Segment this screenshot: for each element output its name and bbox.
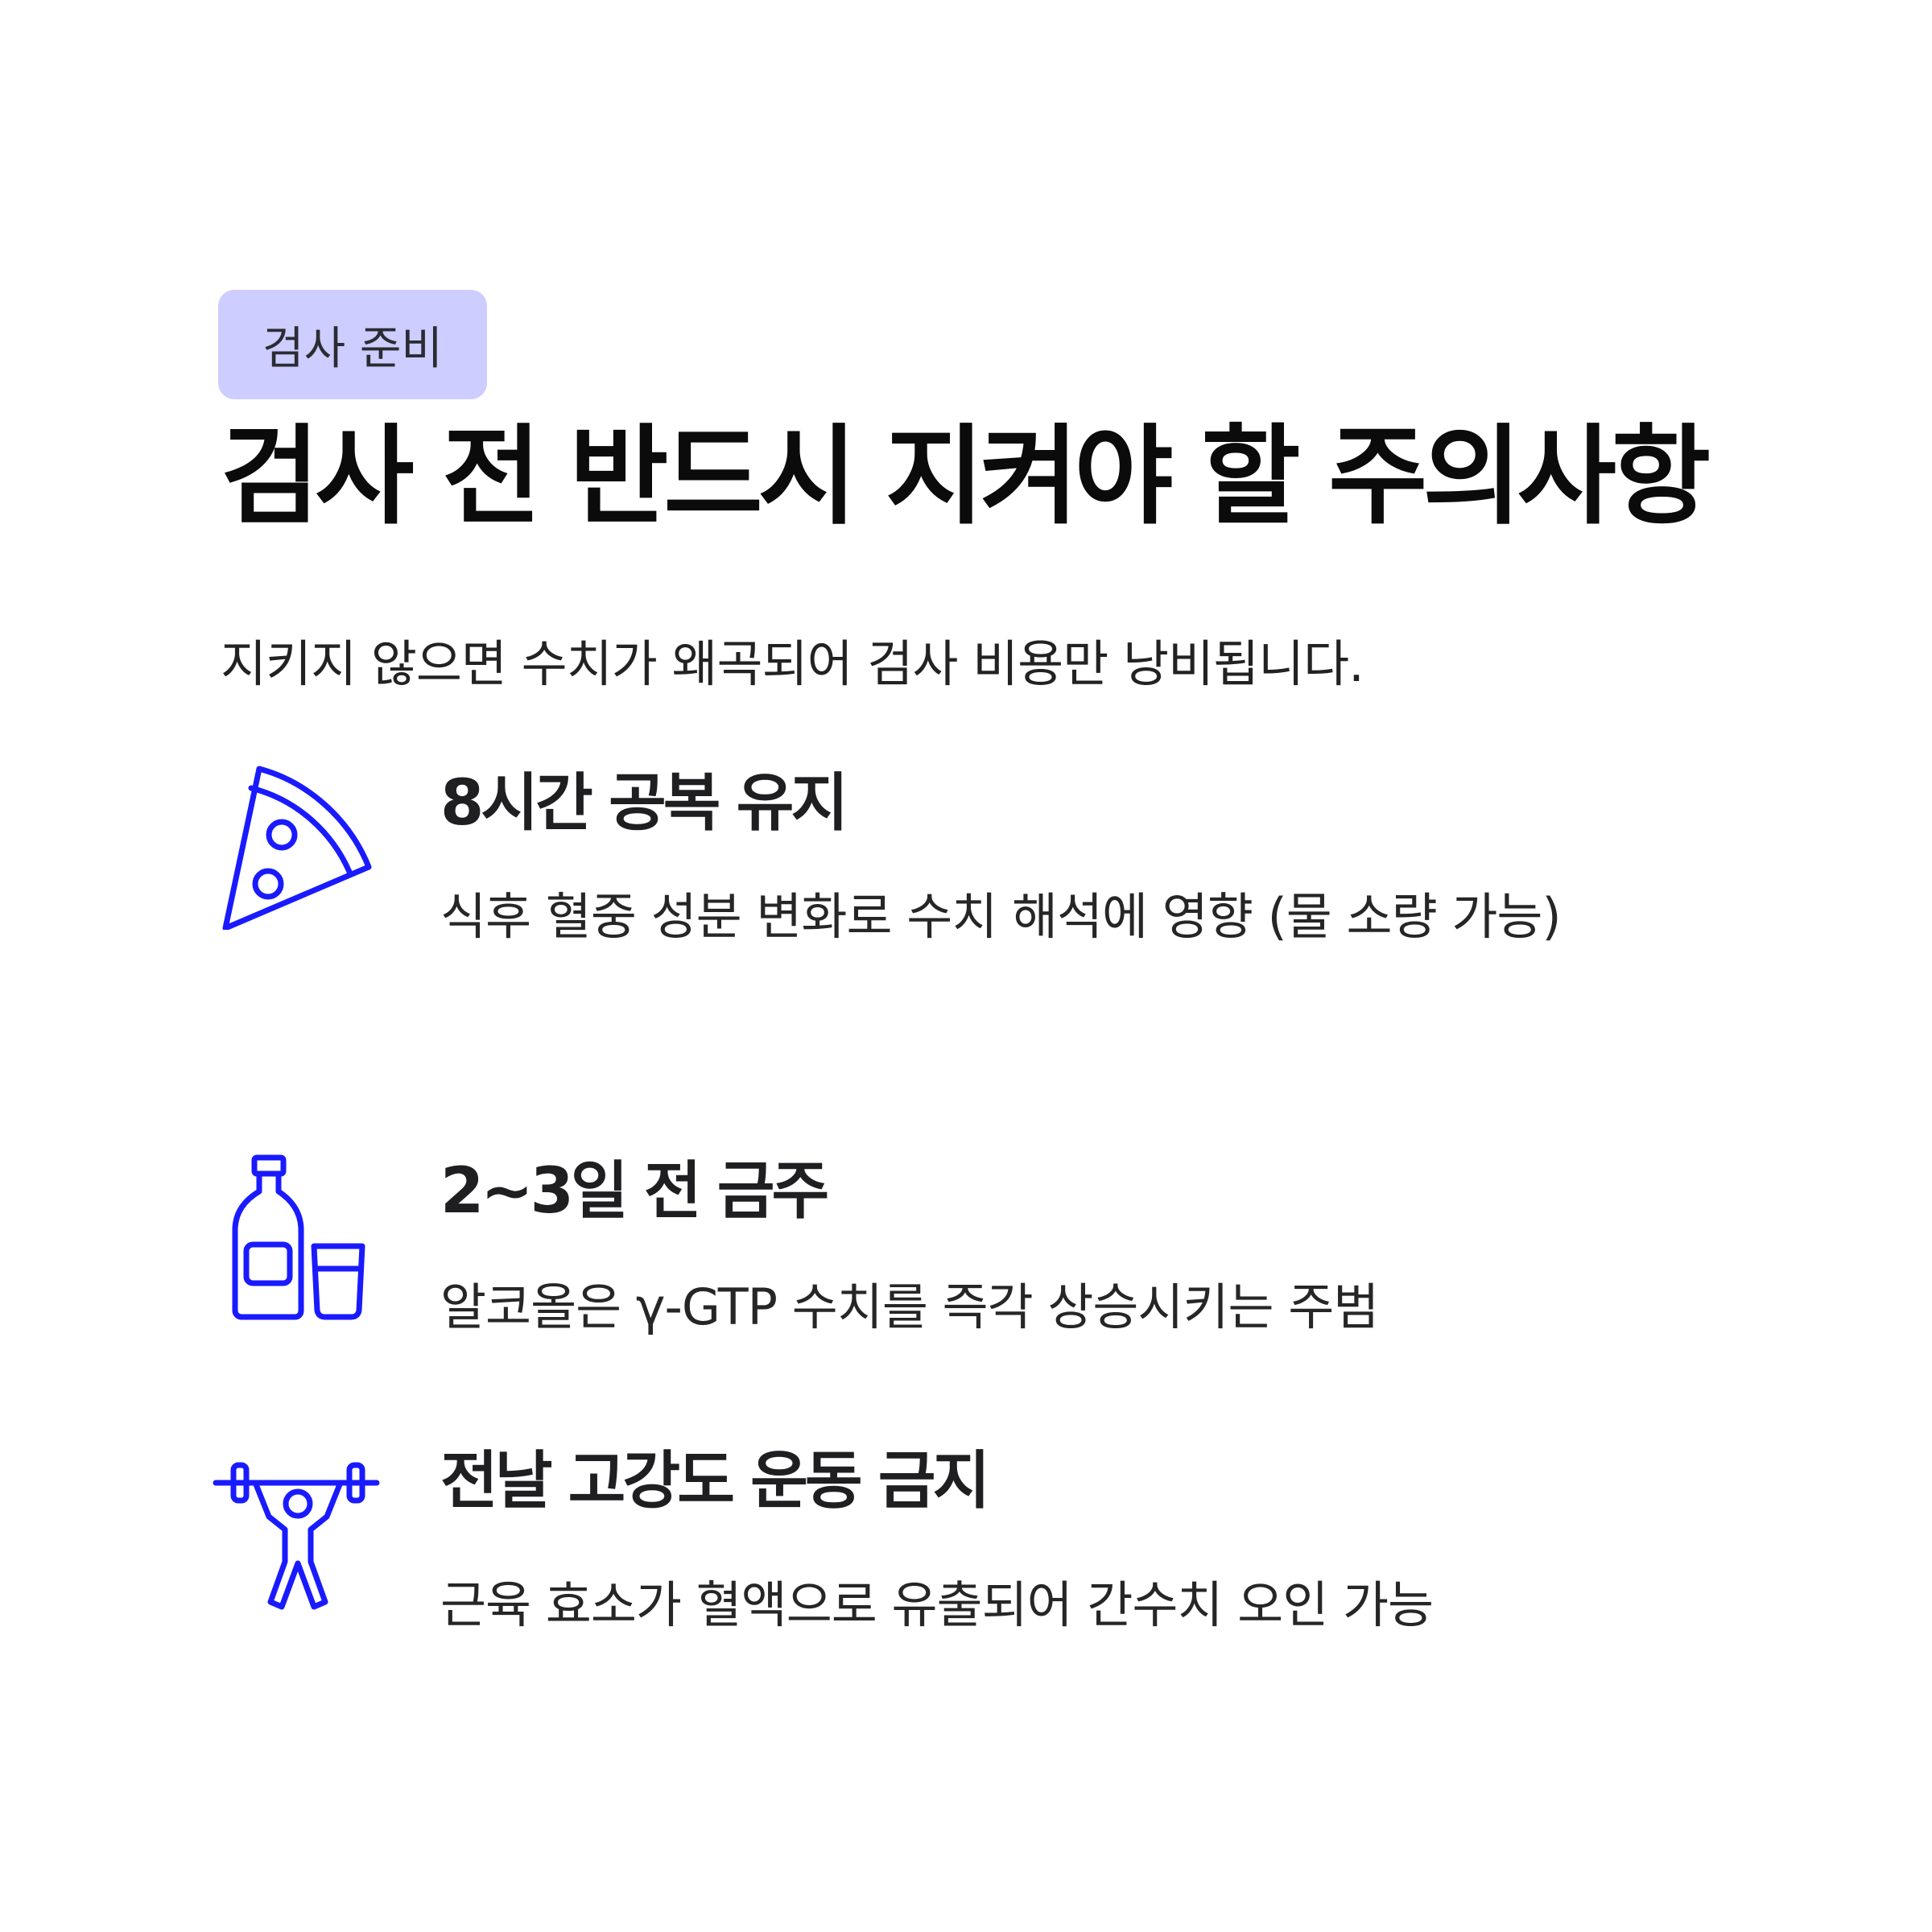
bottle-glass-icon [217,1150,394,1327]
item-description: 식후 혈중 성분 변화로 수치 해석에 영향 (물 소량 가능) [440,887,1562,946]
weightlifter-icon [209,1441,386,1618]
category-tag-label: 검사 준비 [262,322,443,375]
page-subtitle: 지키지 않으면 수치가 왜곡되어 검사 비용만 낭비됩니다. [221,634,1364,693]
item-title: 8시간 공복 유지 [440,767,848,840]
item-description: 근육 효소가 혈액으로 유출되어 간수치 오인 가능 [440,1575,1434,1634]
page-title: 검사 전 반드시 지켜야 할 주의사항 [221,414,1711,539]
item-title: 2~3일 전 금주 [440,1155,829,1228]
pizza-icon [209,753,386,930]
item-description: 알코올은 γ-GTP 수치를 즉각 상승시키는 주범 [440,1278,1379,1336]
item-title: 전날 고강도 운동 금지 [440,1445,990,1517]
category-tag: 검사 준비 [218,290,487,399]
